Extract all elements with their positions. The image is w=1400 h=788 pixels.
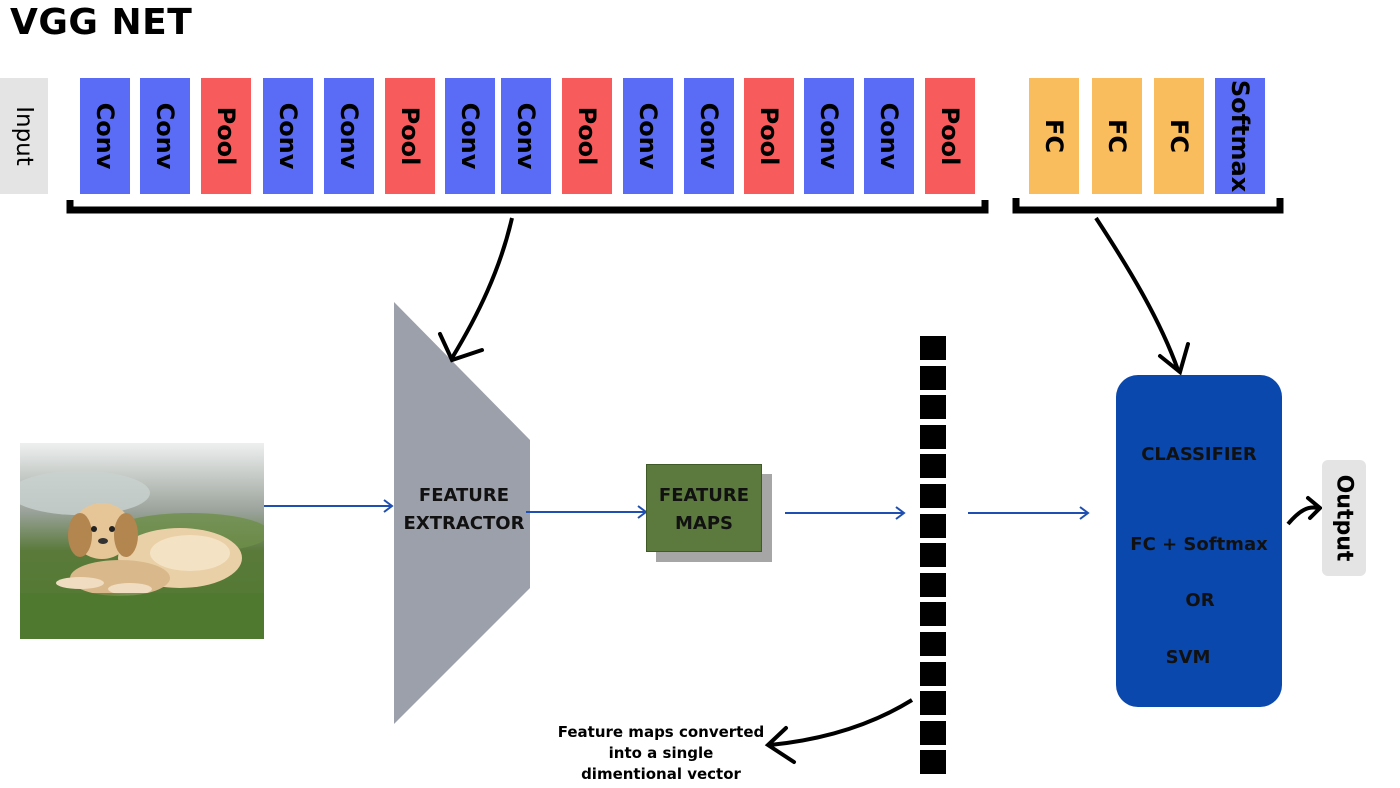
puppy-photo-icon (20, 443, 264, 639)
feature-maps-line1: FEATURE (658, 485, 750, 506)
layer-pool-15: Pool (925, 78, 975, 194)
input-tag: Input (0, 78, 48, 194)
blue-flow-arrows (262, 499, 1090, 520)
classifier-curved-arrow (1094, 216, 1180, 371)
layer-conv-14: Conv (864, 78, 914, 194)
vector-cell (920, 543, 946, 568)
classifier-arrowhead-icon (1158, 342, 1190, 376)
feature-extractor-line2: EXTRACTOR (403, 513, 525, 534)
vector-cell (920, 572, 946, 597)
head-softmax-4: Softmax (1215, 78, 1265, 194)
input-image (20, 443, 264, 639)
classifier-option-fc: FC + Softmax (1130, 534, 1268, 555)
layer-conv-13: Conv (804, 78, 854, 194)
vector-cell (920, 513, 946, 538)
head-fc-2: FC (1092, 78, 1142, 194)
feature-maps-label: FEATURE MAPS (646, 482, 762, 538)
output-label: Output (1331, 474, 1357, 562)
note-arrowhead-icon (764, 726, 796, 764)
layer-conv-8: Conv (501, 78, 551, 194)
layer-pool-9: Pool (562, 78, 612, 194)
feature-maps-box (646, 464, 762, 552)
layer-conv-10: Conv (623, 78, 673, 194)
vector-cell (920, 661, 946, 686)
feature-maps-line2: MAPS (675, 513, 733, 534)
vector-cell (920, 365, 946, 390)
layer-pool-12: Pool (744, 78, 794, 194)
vector-note-line3: dimentional vector (581, 765, 741, 783)
vector-cell (920, 691, 946, 716)
layer-conv-2: Conv (140, 78, 190, 194)
output-arrowhead-icon (1306, 496, 1323, 520)
extractor-curved-arrow (450, 217, 514, 360)
note-curved-arrow (769, 698, 914, 747)
layer-pool-6: Pool (385, 78, 435, 194)
output-tag: Output (1322, 460, 1366, 576)
head-fc-3: FC (1154, 78, 1204, 194)
vector-cell (920, 602, 946, 627)
vector-cell (920, 395, 946, 420)
layer-conv-1: Conv (80, 78, 130, 194)
layer-conv-4: Conv (263, 78, 313, 194)
vector-note: Feature maps converted into a single dim… (546, 722, 776, 785)
vector-cell (920, 424, 946, 449)
classifier-or: OR (1185, 590, 1215, 611)
layer-conv-5: Conv (324, 78, 374, 194)
conv-bracket (66, 200, 989, 214)
layer-pool-3: Pool (201, 78, 251, 194)
vector-cell (920, 336, 946, 360)
vector-cell (920, 750, 946, 775)
layer-conv-7: Conv (445, 78, 495, 194)
vector-cell (920, 720, 946, 745)
head-fc-1: FC (1029, 78, 1079, 194)
vector-cell (920, 632, 946, 656)
feature-extractor-label: FEATURE EXTRACTOR (396, 482, 532, 538)
head-bracket (1012, 198, 1284, 214)
output-curved-arrow (1286, 505, 1319, 526)
classifier-title: CLASSIFIER (1141, 444, 1257, 465)
vector-note-line2: into a single (608, 744, 714, 762)
vector-note-line1: Feature maps converted (557, 723, 765, 741)
extractor-arrowhead-icon (438, 332, 484, 363)
feature-extractor-shape (394, 302, 530, 724)
classifier-box (1116, 375, 1282, 707)
diagram-title: VGG NET (10, 2, 193, 43)
vector-cell (920, 454, 946, 479)
classifier-option-svm: SVM (1165, 647, 1211, 668)
vector-cell (920, 484, 946, 508)
feature-extractor-line1: FEATURE (418, 485, 510, 506)
layer-conv-11: Conv (684, 78, 734, 194)
